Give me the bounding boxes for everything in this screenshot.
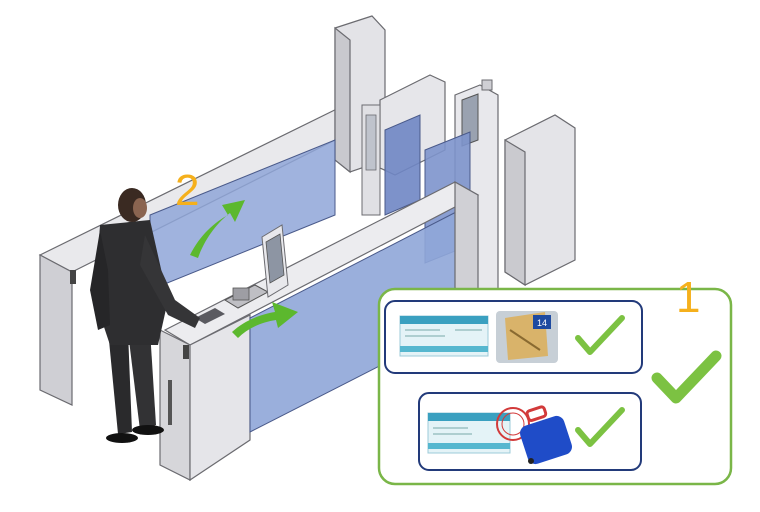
- boarding-pass-icon: [399, 315, 489, 357]
- luggage-stamp-icon: [496, 405, 572, 465]
- arrow-step-two: [190, 200, 245, 258]
- step-one-label: 1: [676, 273, 700, 322]
- check-icon-overall: [651, 350, 722, 404]
- boarding-pass-icon-2: [427, 412, 511, 454]
- validation-panel: 14: [377, 287, 733, 486]
- gate-sign-icon: 14: [496, 311, 558, 363]
- step-two-label: 2: [175, 166, 199, 215]
- check-icon-baggage: [575, 407, 625, 447]
- left-cabinet-details: [70, 270, 76, 284]
- svg-text:14: 14: [537, 318, 547, 328]
- passenger-figure: [90, 188, 200, 443]
- arrow-front-lane: [232, 302, 298, 338]
- center-scanner-column: [361, 104, 381, 216]
- front-gate-cabinet: [159, 180, 480, 482]
- flow-arrows: [190, 200, 298, 338]
- check-icon-gate: [575, 315, 625, 355]
